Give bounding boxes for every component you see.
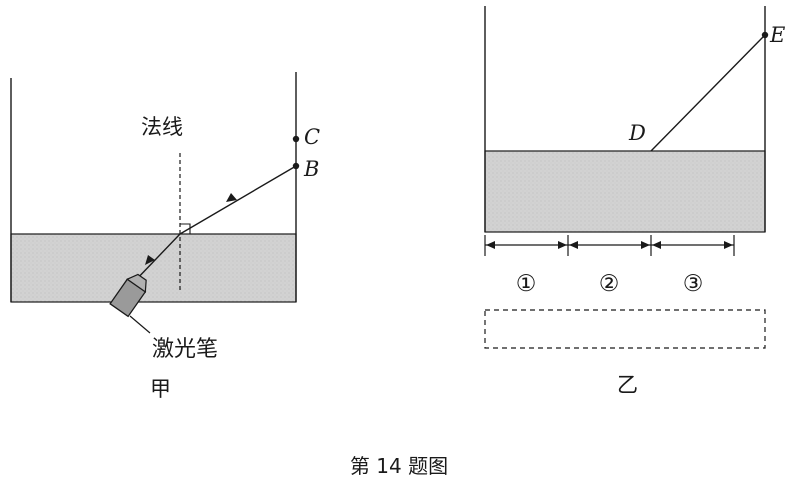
figure-b: E D ① ② ③ 乙 [484,6,785,397]
arrow-in-air [226,193,237,202]
figure-caption: 第 14 题图 [350,454,448,478]
figure-a-caption: 甲 [150,377,171,401]
laser-pen-icon [109,273,147,318]
laser-label: 激光笔 [152,337,218,362]
water-body-a [10,233,297,303]
point-d-label: D [628,121,646,145]
laser-pointer-line [129,315,151,334]
figure-a: 法线 C B 激光笔 甲 [10,72,320,401]
segment-dimension-lines [484,235,735,256]
point-b-label: B [303,157,319,181]
segment-1-label: ① [516,271,537,297]
point-c-marker [292,135,300,143]
dashed-answer-box [484,309,766,349]
point-b-marker [292,162,300,170]
ray-in-air [179,165,297,235]
figure-b-caption: 乙 [617,373,638,397]
ray-in-water [132,233,181,284]
arrow-in-water [145,255,155,265]
segment-2-label: ② [599,271,620,297]
point-c-label: C [304,125,320,149]
right-angle-marker [180,223,191,234]
ray-de [650,34,766,152]
point-e-label: E [769,23,785,47]
water-body-b [484,150,766,233]
point-e-marker [761,31,769,39]
normal-label: 法线 [141,115,183,139]
segment-3-label: ③ [683,271,704,297]
